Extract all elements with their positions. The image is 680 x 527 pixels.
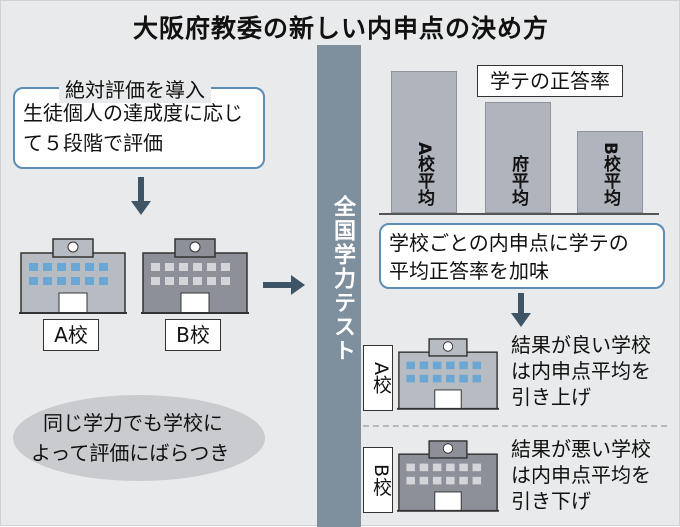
bottom-note-line2: よって評価にばらつき [31,441,230,465]
absolute-eval-line1: 生徒個人の達成度に応じ [23,101,243,125]
national-test-label: 全国学力テスト [330,195,355,363]
national-test-bar: 全国学力テスト [317,45,361,527]
absolute-eval-line2: て５段階で評価 [23,131,163,155]
page-title: 大阪府教委の新しい内申点の決め方 [132,14,549,43]
school-a-building-icon [19,238,127,314]
school-a-label: A校 [43,319,99,351]
chart-title: 学テの正答率 [477,65,623,97]
chart-bar-3: B校平均 [577,131,643,213]
school-b-label: B校 [165,319,221,351]
chart-baseline [379,213,659,215]
add-box: 学校ごとの内申点に学テの 平均正答率を加味 [379,223,665,289]
result-a-line3: 引き上げ [511,385,591,409]
result-a-school-label: A校 [363,345,393,411]
result-a-line1: 結果が良い学校 [511,333,651,357]
school-b-building-icon [141,238,249,314]
result-a-line2: は内申点平均を [511,359,651,383]
add-box-line2: 平均正答率を加味 [389,259,549,283]
school-a-building-icon [397,338,499,410]
absolute-eval-label: 絶対評価を導入 [59,74,211,103]
chart-bar-1: A校平均 [391,71,457,213]
down-arrow-icon [131,177,151,215]
bottom-note-line1: 同じ学力でも学校に [43,411,223,435]
result-b-line3: 引き下げ [511,489,591,513]
result-separator [363,425,667,427]
chart-bar-label: A校平均 [414,141,434,206]
chart-bar-label: 府平均 [508,155,528,206]
chart-bar-label: B校平均 [600,142,620,206]
chart-bar-2: 府平均 [485,102,551,213]
result-b-line1: 結果が悪い学校 [511,437,651,461]
result-b-school-label: B校 [363,447,393,513]
right-arrow-icon [263,275,305,295]
result-b-line2: は内申点平均を [511,463,651,487]
down-arrow-icon [511,293,531,327]
add-box-line1: 学校ごとの内申点に学テの [389,231,629,255]
bottom-note-ellipse: 同じ学力でも学校に よって評価にばらつき [13,395,265,481]
school-b-building-icon [397,440,499,512]
